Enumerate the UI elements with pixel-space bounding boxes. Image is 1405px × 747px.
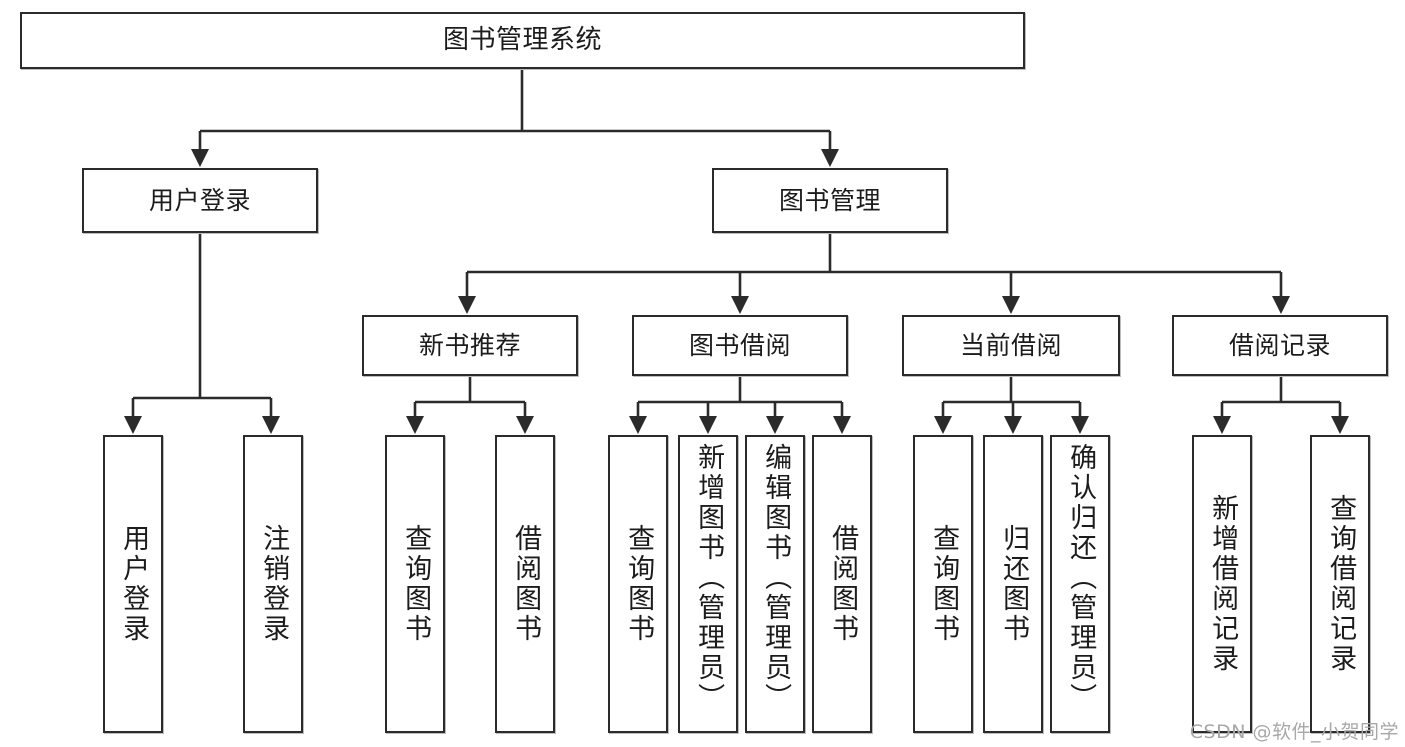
node-label: 图书管理 [778,185,881,215]
leaf-book-borrow-edit[interactable]: 编辑图书（管理员） [745,435,805,733]
node-root-system[interactable]: 图书管理系统 [20,12,1025,69]
node-label: 用户登录 [118,524,150,644]
node-current-borrow[interactable]: 当前借阅 [902,315,1120,376]
node-label: 确认归还（管理员） [1065,443,1097,713]
leaf-new-book-borrow[interactable]: 借阅图书 [495,435,555,733]
node-label: 新增图书（管理员） [693,443,725,713]
node-label: 编辑图书（管理员） [760,443,792,713]
node-borrow-record[interactable]: 借阅记录 [1172,315,1388,376]
leaf-borrow-record-add[interactable]: 新增借阅记录 [1192,435,1252,733]
leaf-user-login-signin[interactable]: 用户登录 [103,435,163,733]
leaf-current-borrow-return[interactable]: 归还图书 [983,435,1043,733]
node-user-login[interactable]: 用户登录 [82,168,318,233]
leaf-current-borrow-query[interactable]: 查询图书 [913,435,973,733]
node-book-borrow[interactable]: 图书借阅 [632,315,848,376]
node-label: 新增借阅记录 [1207,494,1239,674]
node-label: 新书推荐 [418,330,521,360]
leaf-current-borrow-confirm-return[interactable]: 确认归还（管理员） [1050,435,1110,733]
node-label: 用户登录 [148,185,251,215]
node-label: 图书管理系统 [442,25,602,56]
node-label: 归还图书 [998,524,1030,644]
node-label: 查询图书 [623,524,655,644]
node-label: 借阅图书 [510,524,542,644]
leaf-book-borrow-query[interactable]: 查询图书 [608,435,668,733]
leaf-book-borrow-add[interactable]: 新增图书（管理员） [678,435,738,733]
node-new-book-recommend[interactable]: 新书推荐 [362,315,578,376]
node-label: 查询图书 [400,524,432,644]
leaf-borrow-record-query[interactable]: 查询借阅记录 [1310,435,1370,733]
node-label: 当前借阅 [959,330,1062,360]
leaf-book-borrow-borrow[interactable]: 借阅图书 [812,435,872,733]
leaf-new-book-query[interactable]: 查询图书 [385,435,445,733]
node-label: 查询借阅记录 [1325,494,1357,674]
node-label: 借阅图书 [827,524,859,644]
node-book-management[interactable]: 图书管理 [712,168,948,233]
node-label: 注销登录 [258,524,290,644]
leaf-user-login-signout[interactable]: 注销登录 [243,435,303,733]
node-label: 借阅记录 [1228,330,1331,360]
node-label: 查询图书 [928,524,960,644]
watermark-text: CSDN @软件_小贺同学 [1189,721,1399,743]
node-label: 图书借阅 [688,330,791,360]
